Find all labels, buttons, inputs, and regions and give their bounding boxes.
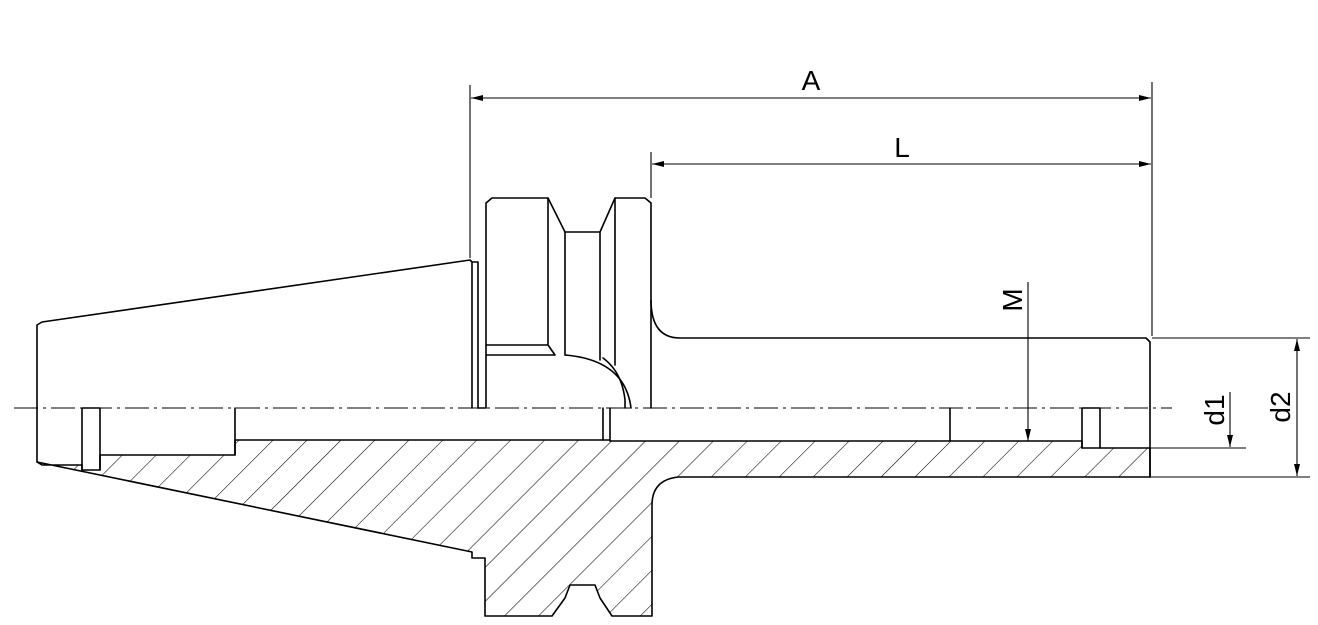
taper-upper-outline (36, 259, 473, 463)
dim-d1-label: d1 (1199, 394, 1230, 425)
dim-L-label: L (894, 132, 910, 163)
bore-right-outline (949, 407, 1101, 449)
dim-M-label: M (997, 288, 1028, 311)
dim-A-label: A (802, 65, 821, 96)
section-hatched-body (36, 439, 1151, 617)
bore-mid-outline (602, 407, 611, 441)
bore-left-outline (81, 407, 236, 471)
flange-inner-arc (564, 354, 632, 409)
flange-chamfer-left (485, 197, 556, 356)
taper-gauge-step (471, 261, 479, 409)
v-groove-lines (564, 197, 616, 366)
shank-upper-outline (650, 299, 1151, 478)
dim-d2-label: d2 (1265, 391, 1296, 422)
flange-inner-arc-2 (602, 357, 626, 409)
